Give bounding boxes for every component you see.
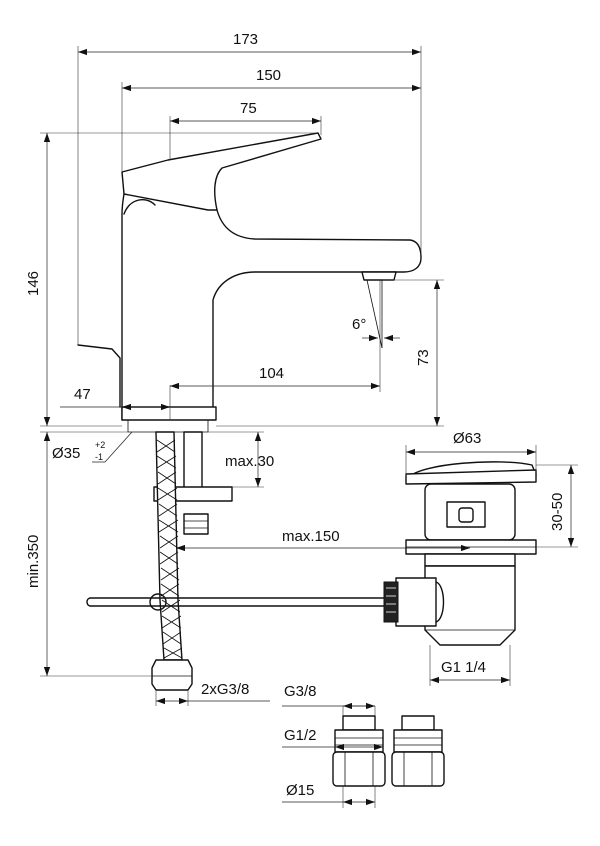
- label-spout-height: 73: [415, 349, 432, 366]
- faucet-body: [121, 132, 422, 433]
- label-adapter-g12: G1/2: [284, 727, 317, 744]
- label-spout-angle: 6°: [352, 316, 366, 333]
- label-min-hose: min.350: [25, 535, 42, 588]
- aerator: [361, 271, 397, 281]
- label-overall-width: 173: [233, 31, 258, 48]
- label-waste-height: 30-50: [549, 493, 566, 531]
- label-height: 146: [25, 271, 42, 296]
- adapter-right: [391, 715, 445, 787]
- label-body-offset: 47: [74, 386, 91, 403]
- label-hose-thread: 2xG3/8: [201, 681, 249, 698]
- label-body-width: 150: [256, 67, 281, 84]
- hose-nut: [151, 659, 193, 691]
- lift-rod: [86, 597, 397, 607]
- popup-waste: [383, 461, 537, 646]
- label-spout-reach: 104: [259, 365, 284, 382]
- label-hole-tol-upper: +2: [95, 440, 105, 450]
- label-adapter-d15: Ø15: [286, 782, 314, 799]
- label-adapter-g38: G3/8: [284, 683, 317, 700]
- label-waste-diameter: Ø63: [453, 430, 481, 447]
- faucet-lever: [121, 132, 322, 211]
- dimension-labels: 173 150 75 146 104 73 6° 47 Ø35 +2 -1 ma…: [25, 31, 566, 799]
- label-max-rod: max.150: [282, 528, 340, 545]
- dimension-lines: [40, 46, 578, 808]
- faucet-base: [121, 406, 217, 421]
- mounting-assembly: [149, 431, 233, 691]
- faucet-spout: [121, 193, 422, 421]
- label-waste-thread: G1 1/4: [441, 659, 486, 676]
- label-hole-diameter: Ø35: [52, 445, 80, 462]
- adapter-left: [332, 715, 386, 787]
- label-hole-tol-lower: -1: [95, 452, 103, 462]
- label-max-deck: max.30: [225, 453, 274, 470]
- label-lever-length: 75: [240, 100, 257, 117]
